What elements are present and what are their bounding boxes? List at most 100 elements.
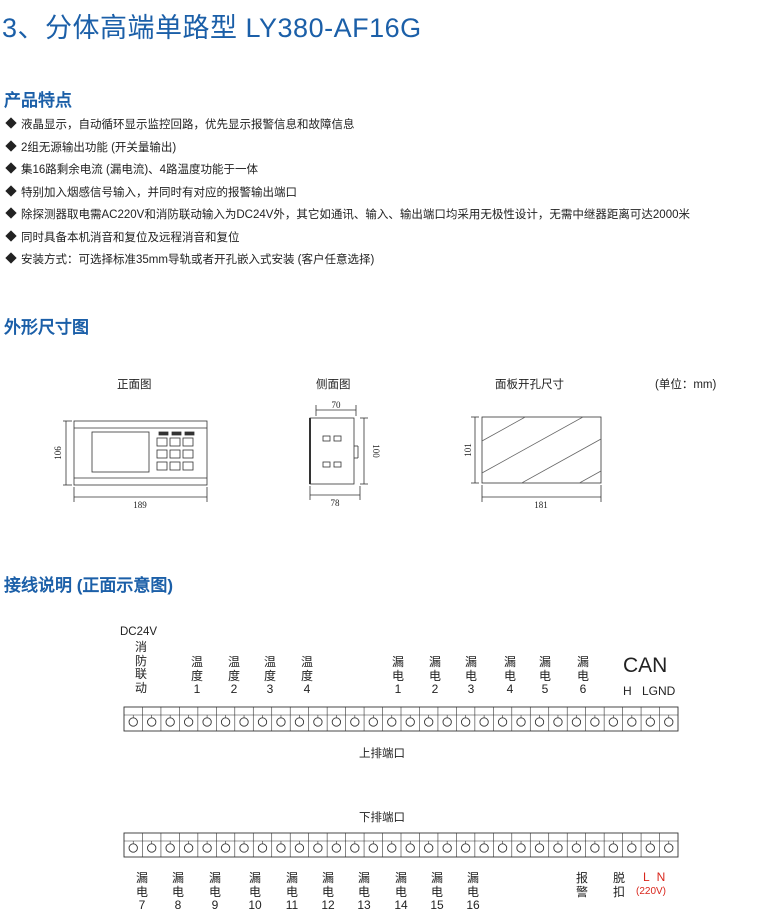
terminal-screw-icon: [553, 843, 563, 853]
terminal-screw-icon: [479, 843, 489, 853]
features-heading: 产品特点: [4, 91, 72, 110]
terminal-screw-icon: [627, 843, 637, 853]
terminal-screw-icon: [147, 843, 157, 853]
terminal-screw-icon: [645, 843, 655, 853]
feature-item: 安装方式：可选择标准35mm导轨或者开孔嵌入式安装 (客户任意选择): [4, 249, 690, 272]
terminal-screw-icon: [331, 843, 342, 853]
terminal-screw-icon: [202, 843, 212, 853]
terminal-screw-icon: [128, 717, 138, 727]
terminal-screw-icon: [424, 717, 434, 727]
terminal-screw-icon: [479, 717, 489, 727]
terminal-screw-icon: [534, 717, 545, 727]
terminal-screw-icon: [608, 717, 619, 727]
terminal-screw-icon: [424, 843, 434, 853]
upper-port-label: 上排端口: [359, 748, 405, 760]
terminal-screw-icon: [497, 717, 508, 727]
terminal-screw-icon: [368, 843, 378, 853]
terminal-screw-icon: [294, 843, 305, 853]
panel-height-dim: 101: [463, 443, 473, 457]
lower-port-label: 下排端口: [359, 812, 405, 824]
feature-item: 特别加入烟感信号输入，并同时有对应的报警输出端口: [4, 182, 690, 205]
terminal-screw-icon: [516, 843, 526, 853]
terminal-screw-icon: [331, 717, 342, 727]
terminal-screw-icon: [590, 843, 600, 853]
terminal-screw-icon: [387, 717, 397, 727]
terminal-screw-icon: [516, 717, 526, 727]
terminal-screw-icon: [128, 843, 138, 853]
can-label: CAN: [623, 654, 668, 677]
terminal-screw-icon: [220, 843, 231, 853]
terminal-screw-icon: [497, 843, 508, 853]
terminal-screw-icon: [313, 717, 323, 727]
can-h-label: H: [623, 684, 632, 698]
side-view-label: 侧面图: [316, 379, 351, 391]
terminal-screw-icon: [202, 717, 212, 727]
fire-link-label: 消防联动: [134, 640, 147, 695]
alarm-label: 报警: [575, 871, 588, 899]
dimension-heading: 外形尺寸图: [4, 318, 89, 337]
ac220-label: (220V): [636, 886, 667, 897]
terminal-screw-icon: [239, 717, 249, 727]
trip-label: 脱扣: [612, 871, 625, 899]
side-view-drawing: [309, 405, 368, 500]
terminal-screw-icon: [405, 717, 415, 727]
terminal-screw-icon: [183, 843, 194, 853]
terminal-screw-icon: [645, 717, 655, 727]
terminal-screw-icon: [553, 717, 563, 727]
dc24v-label: DC24V: [120, 626, 158, 638]
terminal-screw-icon: [442, 843, 452, 853]
terminal-screw-icon: [257, 717, 268, 727]
terminal-screw-icon: [239, 843, 249, 853]
terminal-screw-icon: [276, 717, 286, 727]
ln-label: L N: [643, 870, 668, 884]
terminal-screw-icon: [534, 843, 545, 853]
terminal-screw-icon: [405, 843, 415, 853]
terminal-screw-icon: [571, 717, 582, 727]
terminal-screw-icon: [664, 717, 674, 727]
terminal-screw-icon: [442, 717, 452, 727]
feature-item: 液晶显示，自动循环显示监控回路，优先显示报警信息和故障信息: [4, 114, 690, 137]
terminal-screw-icon: [165, 843, 175, 853]
terminal-screw-icon: [294, 717, 305, 727]
front-height-dim: 106: [53, 446, 63, 460]
panel-cutout-drawing: [471, 416, 602, 502]
front-view-label: 正面图: [117, 379, 152, 391]
can-lgnd-label: LGND: [642, 684, 676, 698]
page-title: 3、分体高端单路型 LY380-AF16G: [2, 13, 422, 43]
terminal-screw-icon: [608, 843, 619, 853]
terminal-screw-icon: [571, 843, 582, 853]
upper-terminal-block: [123, 706, 679, 732]
feature-item: 集16路剩余电流 (漏电流)、4路温度功能于一体: [4, 159, 690, 182]
keypad: [156, 437, 194, 471]
terminal-screw-icon: [627, 717, 637, 727]
terminal-screw-icon: [183, 717, 194, 727]
wiring-heading: 接线说明 (正面示意图): [4, 576, 174, 595]
front-width-dim: 189: [133, 500, 147, 510]
terminal-screw-icon: [313, 843, 323, 853]
terminal-screw-icon: [368, 717, 378, 727]
terminal-screw-icon: [165, 717, 175, 727]
terminal-screw-icon: [350, 717, 360, 727]
terminal-screw-icon: [350, 843, 360, 853]
side-top-dim: 70: [332, 400, 342, 410]
terminal-screw-icon: [460, 843, 471, 853]
